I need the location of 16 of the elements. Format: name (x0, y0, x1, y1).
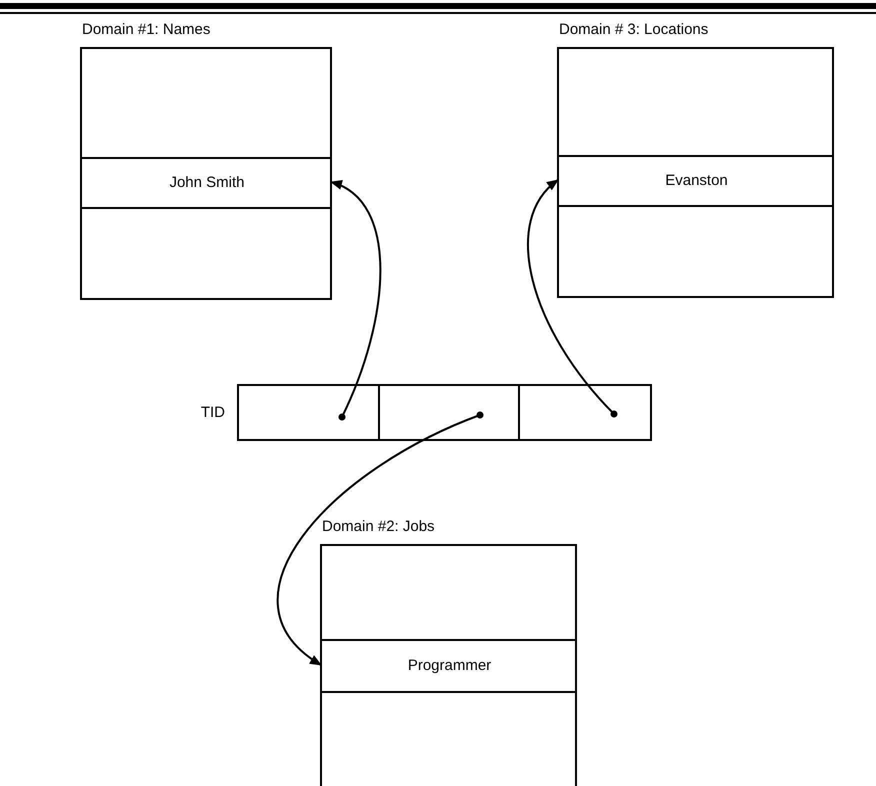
record-cell (518, 384, 652, 441)
pointer-arrow (277, 412, 484, 666)
record-cell (378, 384, 520, 441)
row-value: Programmer (408, 656, 492, 676)
table-row (82, 157, 332, 209)
pointer-arrow (330, 181, 382, 420)
record-label: TID (200, 402, 225, 422)
row-value: John Smith (169, 172, 245, 193)
pointer-arrow (527, 179, 618, 418)
table-row (559, 155, 834, 207)
row-value: Evanston (665, 170, 728, 191)
domain-title: Domain #1: Names (82, 20, 210, 40)
domain-title: Domain #2: Jobs (322, 516, 435, 536)
domain-title: Domain # 3: Locations (559, 20, 708, 40)
record-cell (237, 384, 380, 441)
table-row (322, 639, 577, 693)
